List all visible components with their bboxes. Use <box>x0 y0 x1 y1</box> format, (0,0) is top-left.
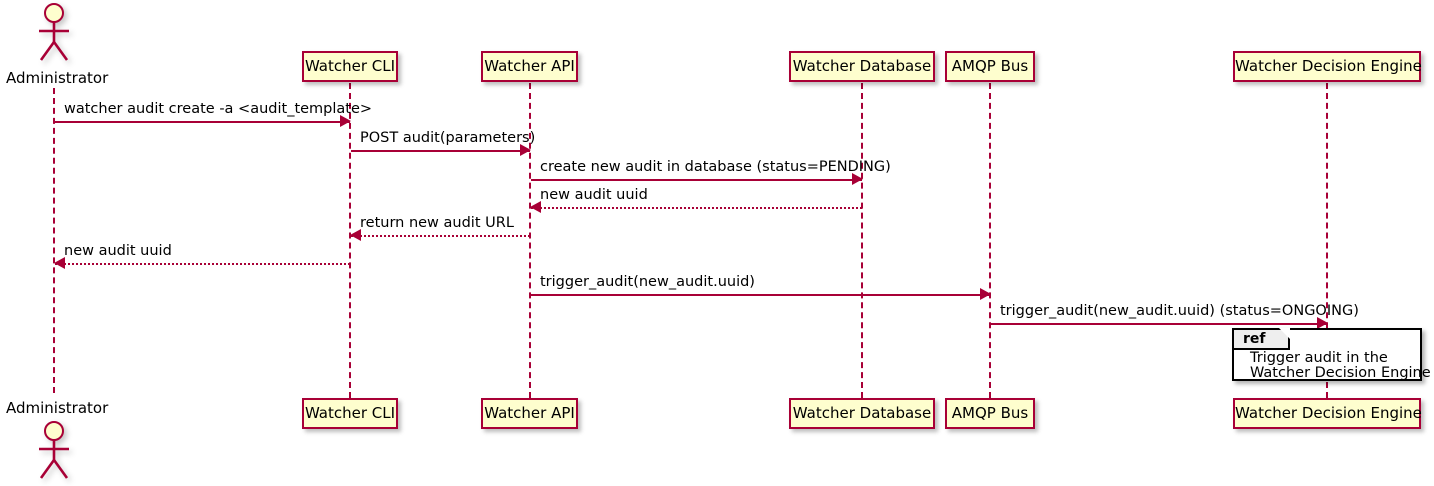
ref-fragment-line2: Watcher Decision Engine <box>1250 365 1431 381</box>
actor-administrator-bottom-icon <box>32 420 76 480</box>
message-line <box>351 150 530 152</box>
message-line <box>531 179 862 181</box>
participant-watcher-api-top[interactable]: Watcher API <box>481 51 578 82</box>
actor-administrator-bottom-label: Administrator <box>6 399 109 417</box>
lifeline-administrator <box>53 88 55 393</box>
arrowhead-left-icon <box>530 201 541 213</box>
actor-administrator-top-label: Administrator <box>6 69 109 87</box>
message-label: trigger_audit(new_audit.uuid) (status=ON… <box>1000 303 1359 319</box>
participant-watcher-database-bottom[interactable]: Watcher Database <box>789 398 935 429</box>
ref-fragment-line1: Trigger audit in the <box>1250 350 1388 366</box>
message-label: return new audit URL <box>360 215 514 231</box>
message-label: new audit uuid <box>64 243 172 259</box>
ref-fragment: ref Trigger audit in the Watcher Decisio… <box>1232 328 1431 381</box>
arrowhead-left-icon <box>54 257 65 269</box>
participant-watcher-api-bottom[interactable]: Watcher API <box>481 398 578 429</box>
message-label: watcher audit create -a <audit_template> <box>64 101 373 117</box>
participant-amqp-bus-top[interactable]: AMQP Bus <box>945 51 1035 82</box>
participant-amqp-bus-bottom[interactable]: AMQP Bus <box>945 398 1035 429</box>
lifeline-amqp-bus <box>989 83 991 398</box>
arrowhead-right-icon <box>340 115 351 127</box>
message-line <box>531 207 862 209</box>
message-line <box>351 235 530 237</box>
participant-watcher-decision-engine-top[interactable]: Watcher Decision Engine <box>1233 51 1422 82</box>
arrowhead-right-icon <box>520 144 531 156</box>
lifeline-watcher-decision-engine <box>1326 83 1328 398</box>
participant-watcher-cli-bottom[interactable]: Watcher CLI <box>302 398 398 429</box>
participant-watcher-cli-top[interactable]: Watcher CLI <box>302 51 398 82</box>
arrowhead-right-icon <box>1317 317 1328 329</box>
message-label: create new audit in database (status=PEN… <box>540 159 891 175</box>
arrowhead-left-icon <box>350 229 361 241</box>
message-line <box>55 121 350 123</box>
message-label: POST audit(parameters) <box>360 130 536 146</box>
message-label: trigger_audit(new_audit.uuid) <box>540 274 755 290</box>
arrowhead-right-icon <box>852 173 863 185</box>
lifeline-watcher-database <box>861 83 863 398</box>
message-line <box>991 323 1327 325</box>
participant-watcher-database-top[interactable]: Watcher Database <box>789 51 935 82</box>
ref-fragment-tab: ref <box>1234 328 1290 350</box>
message-line <box>531 294 990 296</box>
arrowhead-right-icon <box>980 288 991 300</box>
participant-watcher-decision-engine-bottom[interactable]: Watcher Decision Engine <box>1233 398 1422 429</box>
lifeline-watcher-api <box>529 83 531 398</box>
message-line <box>55 263 350 265</box>
message-label: new audit uuid <box>540 187 648 203</box>
actor-administrator-top-icon <box>32 2 76 62</box>
